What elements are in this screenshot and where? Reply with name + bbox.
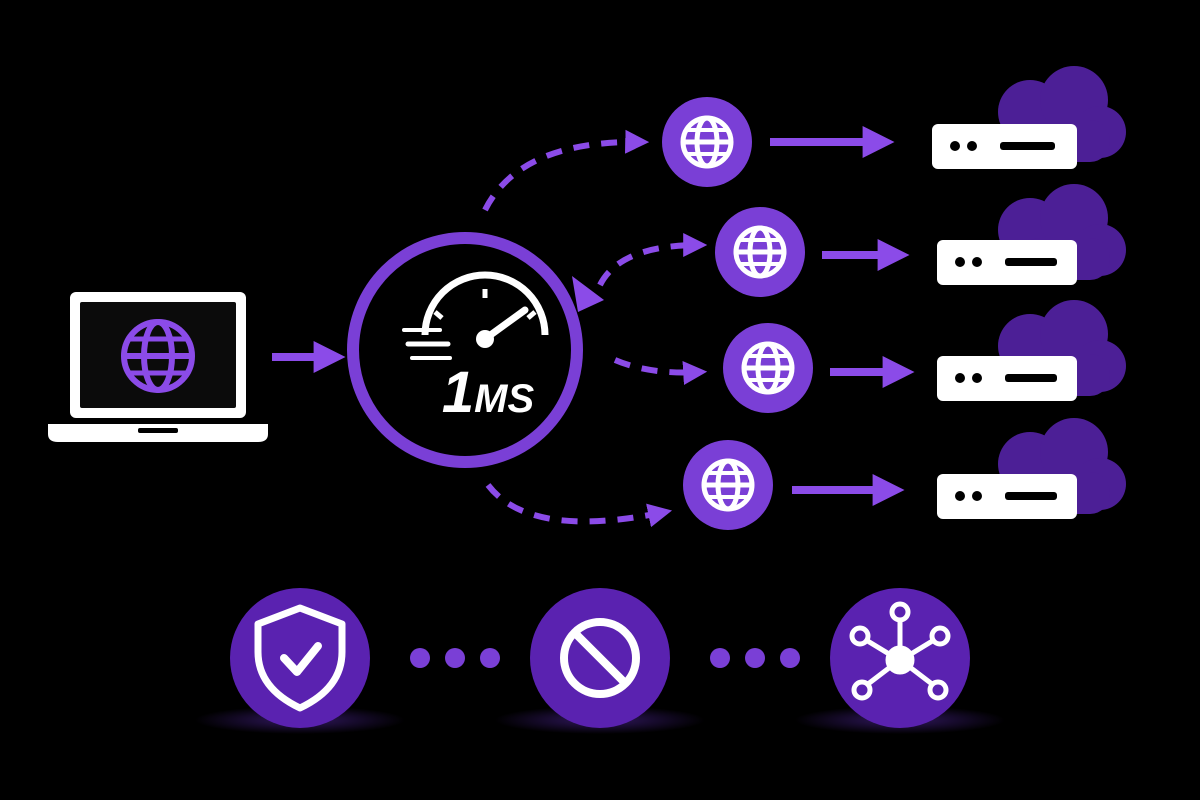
dashed-arrow-2 (597, 233, 708, 287)
latency-unit: MS (474, 377, 534, 421)
laptop-globe-icon (121, 319, 195, 393)
dots-separator-2 (710, 648, 800, 668)
server-icon (932, 124, 1077, 169)
server-icon (937, 240, 1077, 285)
feature-network (830, 588, 970, 728)
laptop-icon (48, 292, 268, 442)
edge-row-3 (723, 300, 1126, 413)
feature-blocking (530, 588, 670, 728)
client-laptop (48, 292, 268, 442)
shield-check-icon (254, 604, 346, 712)
edge-row-1 (662, 66, 1126, 187)
dots-separator-1 (410, 648, 500, 668)
speedometer-icon (402, 271, 549, 360)
block-icon (560, 618, 640, 698)
router-loop-arrowhead (572, 276, 604, 312)
server-icon (937, 474, 1077, 519)
features-row (195, 588, 1005, 734)
router-node: 1MS (347, 232, 583, 468)
server-icon (937, 356, 1077, 401)
router-to-edge-arrows (482, 129, 708, 528)
dashed-arrow-1 (482, 129, 650, 212)
latency-label: 1MS (442, 360, 535, 425)
latency-value: 1 (442, 360, 474, 425)
dashed-arrow-4 (485, 483, 673, 528)
dashed-arrow-3 (613, 357, 708, 385)
network-hub-icon (849, 601, 951, 701)
edge-row-2 (715, 184, 1126, 297)
edge-row-4 (683, 418, 1126, 530)
feature-security (230, 588, 370, 728)
